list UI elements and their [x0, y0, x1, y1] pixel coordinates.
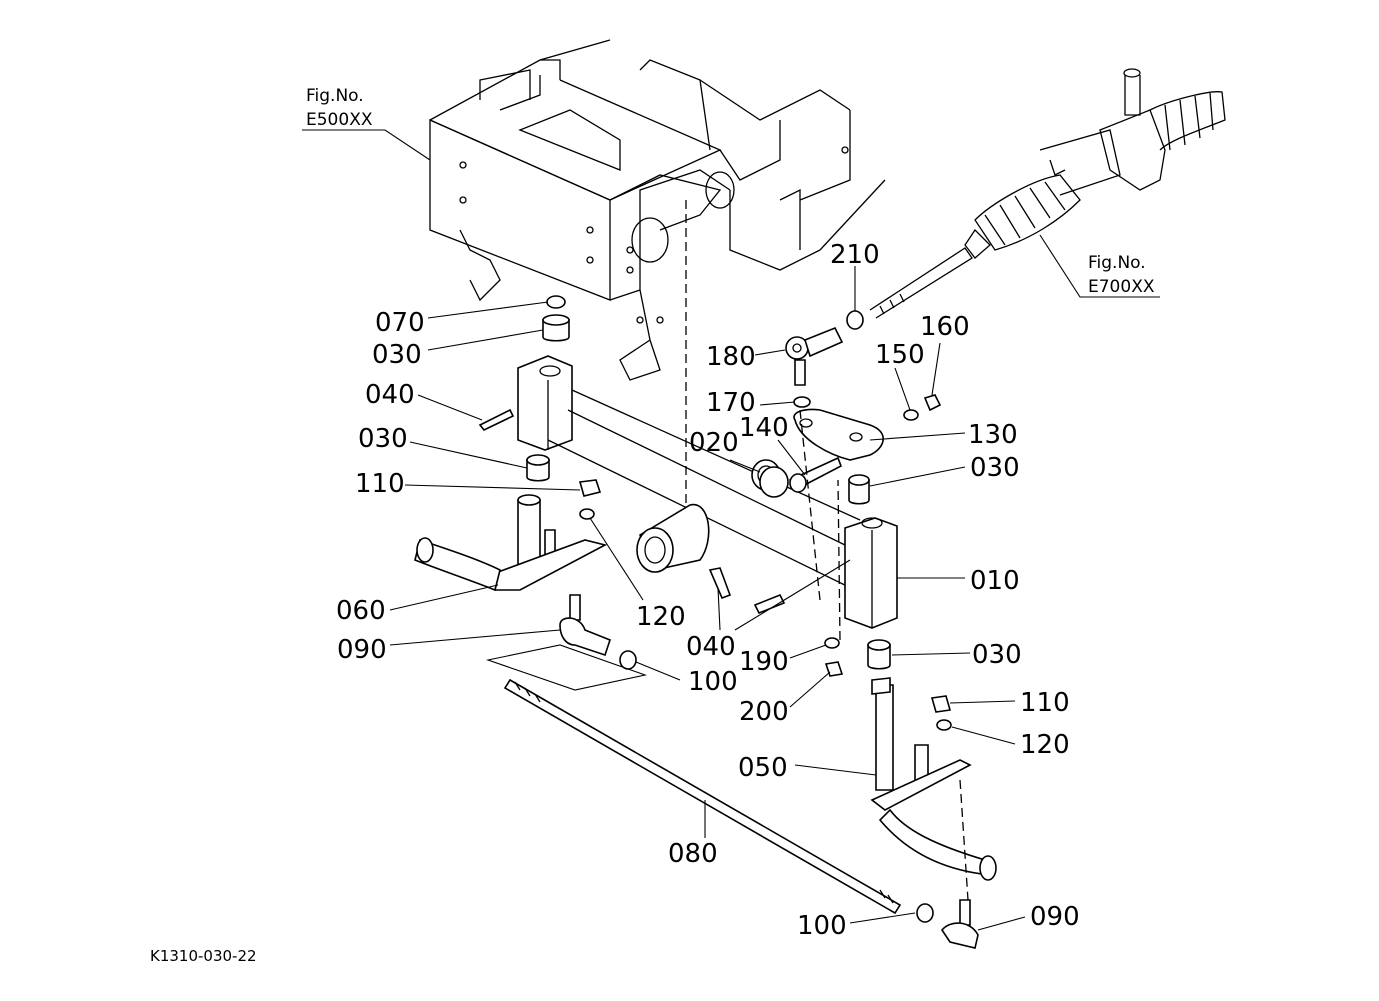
- callout-leaders: [389, 266, 1026, 931]
- callout-160[interactable]: 160: [920, 312, 970, 342]
- figure-ref-e700-line2: E700XX: [1088, 277, 1155, 297]
- callout-120-right[interactable]: 120: [1020, 730, 1070, 760]
- figure-ref-e500[interactable]: Fig.No. E500XX: [302, 86, 431, 161]
- callout-070[interactable]: 070: [375, 308, 425, 338]
- callout-120-left[interactable]: 120: [636, 602, 686, 632]
- callout-090-left[interactable]: 090: [337, 635, 387, 665]
- callout-030-mid[interactable]: 030: [358, 424, 408, 454]
- callout-040-bottom[interactable]: 040: [686, 632, 736, 662]
- callout-100-bottom[interactable]: 100: [797, 911, 847, 941]
- figure-ref-e500-line1: Fig.No.: [306, 86, 364, 106]
- callout-190[interactable]: 190: [739, 647, 789, 677]
- callout-030-top[interactable]: 030: [372, 340, 422, 370]
- callout-200[interactable]: 200: [739, 697, 789, 727]
- callout-090-bottom[interactable]: 090: [1030, 902, 1080, 932]
- callout-180[interactable]: 180: [706, 342, 756, 372]
- callout-150[interactable]: 150: [875, 340, 925, 370]
- axle-beam-drawing: [517, 355, 898, 629]
- drawing-code: K1310-030-22: [150, 947, 257, 965]
- figure-ref-e500-line2: E500XX: [306, 110, 373, 130]
- callout-labels: 070 030 040 030 110 060 120 090 100 040 …: [336, 240, 1080, 941]
- callout-030-bottom[interactable]: 030: [972, 640, 1022, 670]
- callout-130[interactable]: 130: [968, 420, 1018, 450]
- frame-assembly-drawing: [429, 39, 886, 530]
- callout-040-left[interactable]: 040: [365, 380, 415, 410]
- small-parts-drawing: [414, 295, 997, 949]
- callout-050[interactable]: 050: [738, 753, 788, 783]
- callout-170[interactable]: 170: [706, 388, 756, 418]
- callout-110-left[interactable]: 110: [355, 469, 405, 499]
- callout-030-right[interactable]: 030: [970, 453, 1020, 483]
- callout-210[interactable]: 210: [830, 240, 880, 270]
- callout-110-right[interactable]: 110: [1020, 688, 1070, 718]
- callout-020[interactable]: 020: [689, 428, 739, 458]
- figure-ref-e700-line1: Fig.No.: [1088, 253, 1146, 273]
- callout-080[interactable]: 080: [668, 839, 718, 869]
- steering-rack-drawing: [869, 68, 1226, 319]
- figure-ref-e700[interactable]: Fig.No. E700XX: [1039, 234, 1160, 298]
- callout-010[interactable]: 010: [970, 566, 1020, 596]
- callout-100-left[interactable]: 100: [688, 667, 738, 697]
- callout-140[interactable]: 140: [739, 413, 789, 443]
- callout-060[interactable]: 060: [336, 596, 386, 626]
